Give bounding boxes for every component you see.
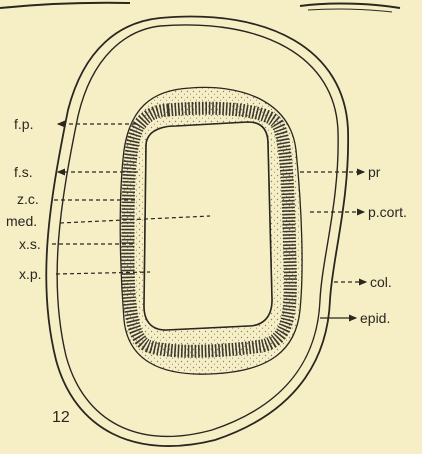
label-epid: epid. (360, 310, 390, 326)
figure-number: 12 (52, 410, 70, 426)
label-fp: f.p. (14, 116, 33, 132)
label-pr: pr (368, 164, 380, 180)
pith (144, 122, 272, 330)
label-col: col. (370, 274, 392, 290)
label-pcort: p.cort. (368, 204, 407, 220)
label-med: med. (6, 213, 37, 229)
label-xp: x.p. (19, 266, 42, 282)
label-fs: f.s. (14, 164, 33, 180)
label-xs: x.s. (19, 236, 41, 252)
label-zc: z.c. (17, 191, 39, 207)
top-edge-scribble (0, 3, 400, 12)
